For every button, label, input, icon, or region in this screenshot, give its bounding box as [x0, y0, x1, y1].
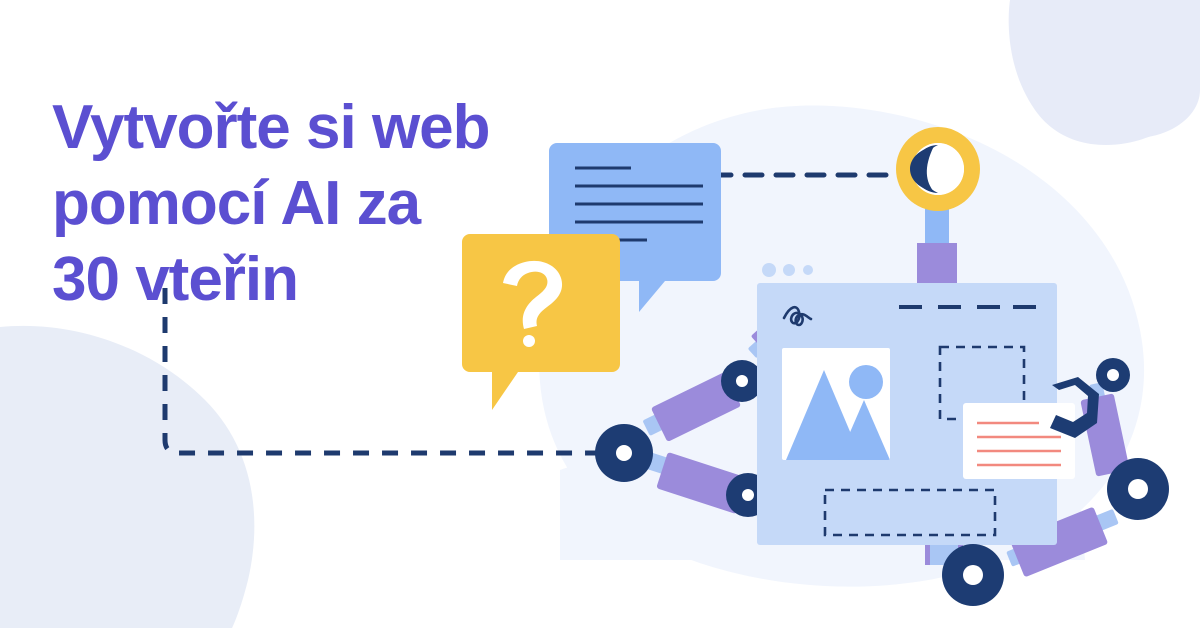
robot-gripper-claw	[1050, 377, 1099, 438]
arm-segment	[651, 372, 741, 442]
browser-dot	[762, 263, 776, 277]
mountain-large	[786, 370, 862, 460]
note-card	[963, 403, 1075, 479]
blob-bottom-left	[0, 325, 255, 628]
arm-joint-center	[1128, 479, 1148, 499]
arm-segment	[656, 452, 748, 514]
dashed-box-bottom	[823, 488, 997, 537]
mountain-small	[838, 400, 890, 460]
browser-dot	[803, 265, 813, 275]
image-placeholder	[782, 348, 890, 460]
arm-joint-center	[742, 489, 754, 501]
sun-circle	[849, 365, 883, 399]
signature-squiggle	[782, 305, 813, 327]
browser-dot	[783, 264, 795, 276]
page-title: Vytvořte si web pomocí AI za 30 vteřin	[52, 92, 491, 314]
robot-joints-front	[942, 458, 1169, 606]
blob-top-right-2	[1020, 0, 1200, 139]
arm-joint-center	[963, 565, 983, 585]
note-card-lines	[977, 421, 1061, 467]
arm-joint-center	[736, 375, 748, 387]
robot-eye-head	[896, 127, 980, 293]
eye-pupil-body	[910, 146, 934, 192]
dashed-line-headline-to-robot	[162, 288, 596, 456]
question-mark-icon	[503, 260, 563, 347]
browser-mockup	[757, 263, 1075, 545]
arm-joint-center	[616, 445, 632, 461]
question-speech-bubble	[462, 234, 620, 410]
arm-joint-center	[1107, 369, 1119, 381]
arm-segment	[1010, 507, 1108, 577]
